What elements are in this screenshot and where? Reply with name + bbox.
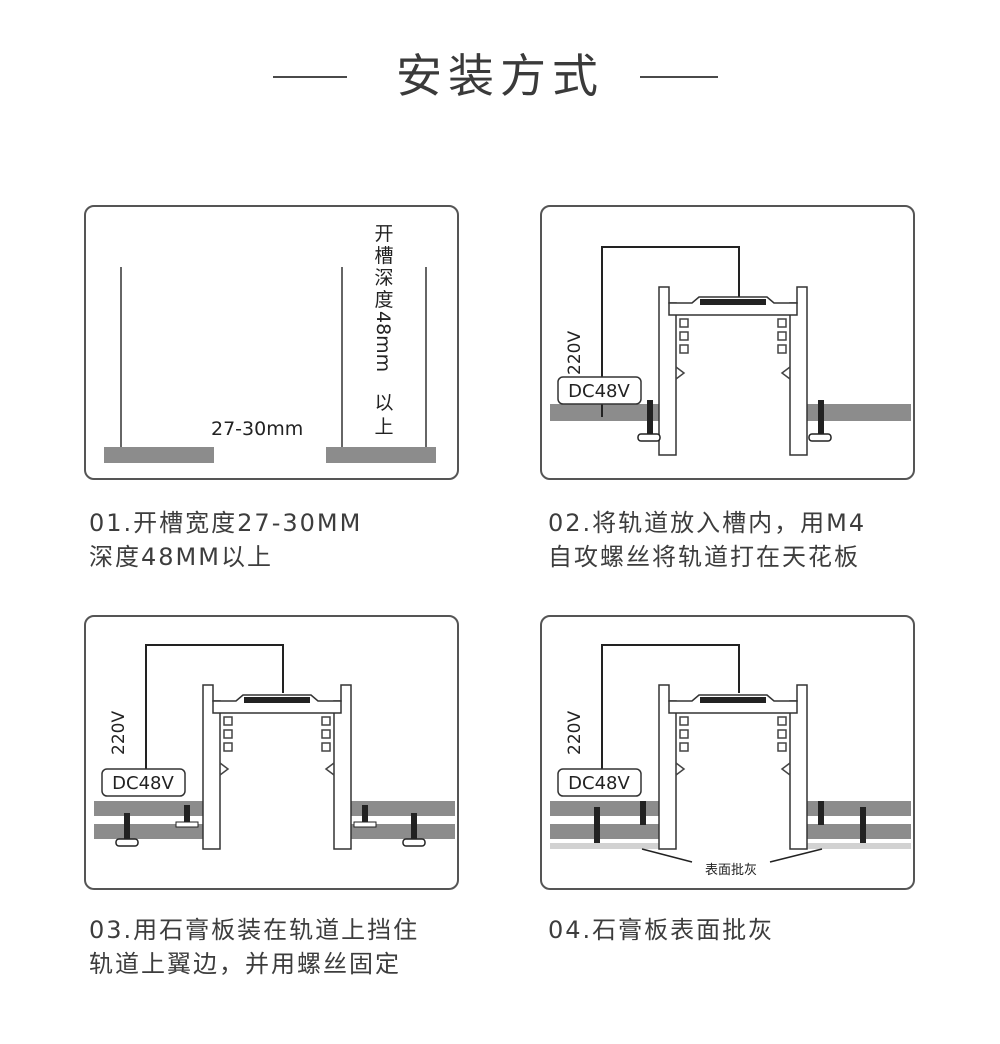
screw-head-left (637, 433, 661, 442)
screw-board-right (411, 813, 417, 839)
gypsum-board-left (550, 801, 662, 816)
voltage-dc-label: DC48V (112, 773, 174, 794)
track-rail (658, 286, 808, 456)
svg-text:度: 度 (374, 289, 393, 311)
screw-left (647, 400, 653, 434)
screw-board-left-head (115, 838, 139, 847)
step-1-diagram: 27-30mm 开 槽 深 度 48mm 以 上 (84, 205, 459, 480)
gypsum-board-right (804, 801, 911, 816)
gypsum-board-right (348, 801, 455, 816)
voltage-ac-label: 220V (109, 711, 129, 755)
step-1-caption: 01.开槽宽度27-30MM 深度48MM以上 (89, 506, 509, 574)
step-4-caption: 04.石膏板表面批灰 (548, 913, 968, 947)
screw-right (818, 400, 824, 434)
voltage-ac-label: 220V (565, 711, 585, 755)
ceiling-board-right (804, 824, 911, 839)
caption-line: 01.开槽宽度27-30MM (89, 509, 363, 537)
step-4-diagram: 表面批灰 220V DC48V (540, 615, 915, 890)
caption-line: 深度48MM以上 (89, 543, 273, 571)
screw-head-right (808, 433, 832, 442)
caption-line: 03.用石膏板装在轨道上挡住 (89, 916, 420, 944)
voltage-dc-label: DC48V (568, 381, 630, 402)
screw-rail-left-head (175, 821, 199, 828)
caption-line: 自攻螺丝将轨道打在天花板 (548, 543, 860, 571)
svg-text:上: 上 (374, 416, 393, 438)
svg-text:开: 开 (374, 223, 393, 245)
screw-rail-right (362, 805, 368, 825)
ceiling-board-left (104, 447, 214, 463)
caption-line: 轨道上翼边，并用螺丝固定 (89, 950, 401, 978)
surface-note-label: 表面批灰 (705, 863, 757, 878)
screw-board-left (124, 813, 130, 839)
voltage-dc-label: DC48V (568, 773, 630, 794)
gypsum-board-left (94, 801, 206, 816)
step-2-caption: 02.将轨道放入槽内，用M4 自攻螺丝将轨道打在天花板 (548, 506, 968, 574)
screw-rail-right-head (353, 821, 377, 828)
svg-text:以: 以 (374, 392, 393, 414)
power-wire (145, 644, 284, 777)
driver-box (557, 768, 642, 797)
svg-text:深: 深 (374, 267, 393, 289)
caption-line: 04.石膏板表面批灰 (548, 916, 775, 944)
driver-box (101, 768, 186, 797)
screw-rail-right (818, 801, 824, 825)
page-title: 安装方式 (396, 49, 604, 103)
slot-depth-label: 开 槽 深 度 48mm 以 上 (372, 223, 394, 438)
step-3-diagram: 220V DC48V (84, 615, 459, 890)
ceiling-board-right (326, 447, 436, 463)
caption-line: 02.将轨道放入槽内，用M4 (548, 509, 867, 537)
title-rule-left (273, 76, 347, 78)
title-rule-right (640, 76, 718, 78)
ceiling-board-left (550, 404, 663, 421)
page-header: 安装方式 (0, 40, 1000, 110)
plaster-layer-right (806, 843, 911, 849)
svg-text:槽: 槽 (374, 245, 393, 267)
surface-pointer-left (641, 848, 693, 863)
ceiling-board-right (348, 824, 455, 839)
power-wire (601, 644, 740, 777)
plaster-layer-left (550, 843, 660, 849)
ceiling-board-right (804, 404, 911, 421)
slot-width-label: 27-30mm (211, 418, 303, 440)
screw-board-right (860, 807, 866, 843)
screw-board-right-head (402, 838, 426, 847)
ceiling-board-left (94, 824, 206, 839)
screw-rail-left (184, 805, 190, 825)
power-wire (601, 246, 740, 417)
step-2-diagram: 220V DC48V (540, 205, 915, 480)
svg-text:48mm: 48mm (372, 311, 394, 372)
driver-box (557, 376, 642, 405)
surface-pointer-right (769, 848, 823, 863)
screw-rail-left (640, 801, 646, 825)
track-rail (202, 684, 352, 850)
voltage-ac-label: 220V (565, 331, 585, 375)
step-3-caption: 03.用石膏板装在轨道上挡住 轨道上翼边，并用螺丝固定 (89, 913, 509, 981)
ceiling-board-left (550, 824, 662, 839)
track-rail (658, 684, 808, 850)
screw-board-left (594, 807, 600, 843)
